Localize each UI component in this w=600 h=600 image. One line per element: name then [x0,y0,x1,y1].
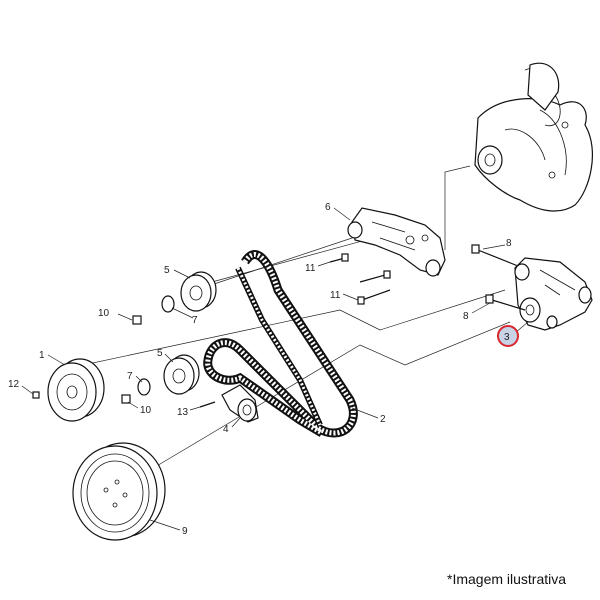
idler-pulley-5-lower [163,354,200,395]
bolt-10b [121,394,131,404]
label-part-7-upper[interactable]: 7 [192,315,198,326]
illustrative-image-caption: *Imagem ilustrativa [447,571,567,587]
part-labels: 1 2 3 4 5 5 6 7 7 8 8 9 10 10 11 11 12 1… [8,202,512,537]
label-part-10-lower[interactable]: 10 [140,405,152,416]
pulley-1 [47,358,105,422]
label-part-2[interactable]: 2 [380,414,386,425]
washer-7-lower [137,378,151,396]
tensioner-4 [221,384,259,423]
label-part-9[interactable]: 9 [182,526,188,537]
label-part-8-lower[interactable]: 8 [463,311,469,322]
washer-7-upper [161,295,175,313]
serpentine-belt-2 [203,250,358,438]
label-part-13[interactable]: 13 [177,407,189,418]
label-part-5-lower[interactable]: 5 [157,348,163,359]
label-part-5-upper[interactable]: 5 [164,265,170,276]
label-part-11-upper[interactable]: 11 [305,263,316,274]
bracket-6 [347,207,446,277]
highlight-ring-part-3[interactable] [497,325,519,347]
label-part-4[interactable]: 4 [223,424,229,435]
label-part-10-upper[interactable]: 10 [98,308,110,319]
bolts [32,244,526,408]
idler-pulley-5-upper [180,271,217,312]
label-part-7-lower[interactable]: 7 [127,371,133,382]
crankshaft-pulley-9 [72,442,166,541]
label-part-8-upper[interactable]: 8 [506,238,512,249]
label-part-1[interactable]: 1 [39,350,45,361]
bolt-10a [132,315,142,325]
label-part-3[interactable]: 3 [504,332,510,343]
tensioner-bracket-3 [514,257,593,331]
label-part-11-lower[interactable]: 11 [330,290,341,301]
label-part-12[interactable]: 12 [8,379,20,390]
water-pump [474,62,593,212]
leader-lines [21,207,529,531]
label-part-6[interactable]: 6 [325,202,331,213]
